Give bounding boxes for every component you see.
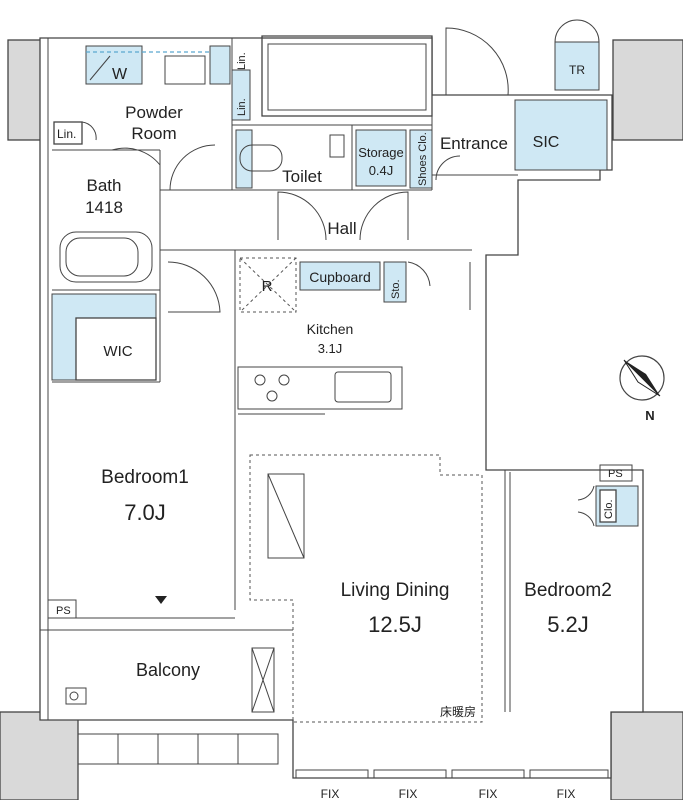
- living-dining-label: Living Dining: [341, 580, 450, 601]
- powder-room-label-2: Room: [131, 124, 176, 143]
- powder-counter: [209, 45, 231, 85]
- bedroom2-size: 5.2J: [547, 612, 589, 637]
- living-dining-size: 12.5J: [368, 612, 422, 637]
- left-bottom-column-block: [0, 711, 79, 800]
- ps-box-2: [599, 464, 633, 482]
- storage-size: 0.4J: [369, 163, 394, 178]
- compass-icon: [619, 355, 665, 401]
- hall-door-left: [277, 191, 327, 241]
- bath-size: 1418: [85, 198, 123, 217]
- stove-burner-3: [266, 390, 278, 402]
- living-cabinet-diag: [267, 473, 305, 559]
- powder-door-swing: [169, 144, 216, 191]
- window-fix-2: [373, 769, 447, 779]
- entrance-label: Entrance: [440, 134, 508, 153]
- cupboard: [299, 261, 381, 291]
- cupboard-label: Cupboard: [309, 269, 371, 285]
- storage-label: Storage: [358, 145, 404, 160]
- refrigerator-space: [239, 257, 297, 313]
- sic-closet: [514, 99, 608, 171]
- balcony-railing: [77, 733, 279, 765]
- bedroom2-label: Bedroom2: [524, 580, 612, 601]
- bedroom2-closet-inner: [599, 489, 617, 523]
- shaft-inner: [267, 43, 427, 111]
- entrance-door-swing: [445, 27, 509, 96]
- washer-diagonal: [89, 55, 111, 81]
- floor-heating-label: 床暖房: [440, 704, 476, 719]
- kitchen-counter: [237, 366, 403, 410]
- small-storage-label: Sto.: [390, 279, 402, 299]
- linen-closet-1: [53, 121, 83, 145]
- fix-label-3: FIX: [479, 787, 498, 800]
- fix-label-4: FIX: [557, 787, 576, 800]
- right-bottom-column-block: [610, 711, 683, 800]
- powder-room-label-1: Powder: [125, 103, 183, 122]
- toilet-bowl: [239, 144, 283, 172]
- hall-label: Hall: [327, 219, 356, 238]
- window-fix-4: [529, 769, 609, 779]
- shoes-closet-label: Shoes Clo.: [417, 132, 429, 186]
- toilet-tank-shelf: [235, 129, 253, 189]
- bath-door-swing: [111, 147, 161, 166]
- powder-sink: [164, 55, 206, 85]
- toilet-label: Toilet: [282, 167, 322, 186]
- kitchen-size: 3.1J: [318, 341, 343, 356]
- hall-door-right: [359, 191, 409, 241]
- storage-closet: [355, 129, 407, 187]
- linen-closet-2: [231, 69, 251, 121]
- washer-label: W: [112, 66, 128, 83]
- bathtub-inner: [65, 237, 139, 277]
- living-cabinet: [267, 473, 305, 559]
- toilet-sink: [329, 134, 345, 158]
- closet-door-swing-1: [577, 485, 595, 501]
- floor-heating-area: [249, 454, 483, 723]
- refrigerator-label: R: [262, 278, 273, 295]
- tr-label: TR: [569, 63, 585, 77]
- entrance-inner-door: [435, 155, 461, 181]
- kitchen-label: Kitchen: [307, 321, 354, 337]
- fix-label-1: FIX: [321, 787, 340, 800]
- outdoor-unit-icon: [65, 687, 87, 705]
- shaft-outline: [261, 37, 433, 117]
- linen-door-swing: [81, 121, 97, 141]
- wic-label: WIC: [103, 343, 132, 360]
- fix-label-2: FIX: [399, 787, 418, 800]
- wic-door-swing: [167, 261, 221, 313]
- small-storage: [383, 261, 407, 303]
- ps-box-1: [47, 599, 77, 619]
- closet-label: Clo.: [603, 499, 615, 519]
- tr-closet: [554, 41, 600, 91]
- linen-label-1: Lin.: [57, 127, 76, 141]
- linen-label-3: Lin.: [236, 52, 248, 70]
- ps-label-2: PS: [608, 468, 623, 480]
- kitchen-sink: [334, 371, 392, 403]
- window-fix-3: [451, 769, 525, 779]
- linen-label-2: Lin.: [236, 98, 248, 116]
- wic-inner: [75, 317, 157, 381]
- bedroom1-size: 7.0J: [124, 500, 166, 525]
- storage-door-swing: [407, 261, 431, 287]
- bedroom1-label: Bedroom1: [101, 467, 189, 488]
- sic-frame: [514, 99, 608, 171]
- shoes-closet: [409, 129, 433, 189]
- tr-door-swing: [554, 19, 600, 43]
- balcony-label: Balcony: [136, 660, 200, 680]
- sic-label: SIC: [533, 134, 560, 151]
- bath-label: Bath: [87, 176, 122, 195]
- window-fix-1: [295, 769, 369, 779]
- stove-burner-2: [278, 374, 290, 386]
- entry-marker-icon: [155, 596, 167, 604]
- closet-door-swing-2: [577, 511, 595, 527]
- stove-burner-1: [254, 374, 266, 386]
- balcony-unit: [251, 647, 275, 713]
- right-top-column-block: [612, 39, 683, 141]
- compass-north-label: N: [645, 408, 654, 423]
- ps-label-1: PS: [56, 605, 71, 617]
- balcony-unit-diag-2: [251, 647, 275, 713]
- outdoor-fan-icon: [69, 691, 79, 701]
- bathtub-outer: [59, 231, 153, 283]
- fridge-diag-2: [239, 257, 297, 313]
